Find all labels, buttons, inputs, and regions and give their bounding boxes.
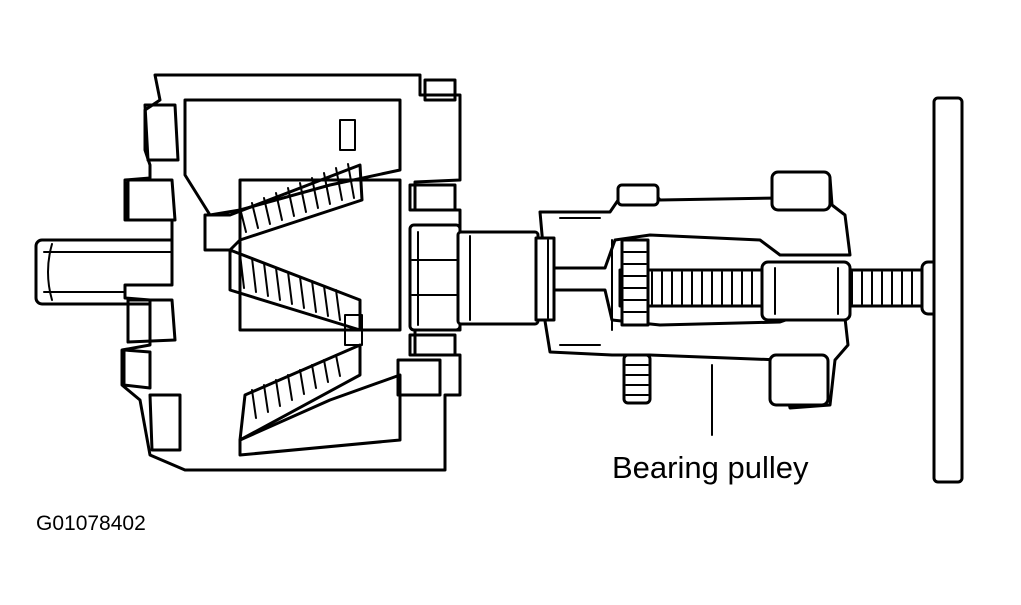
- forcing-screw: [618, 260, 932, 322]
- t-handle: [920, 96, 964, 484]
- winding-hatch-middle: [239, 253, 341, 321]
- jaw-shims: [620, 238, 650, 327]
- lower-stud: [622, 353, 652, 405]
- callout: Bearing pulley: [612, 364, 809, 485]
- figure-code: G01078402: [36, 512, 146, 535]
- winding-hatch-lower: [251, 354, 341, 419]
- rotor-body: [120, 73, 462, 472]
- rotor-assembly: [34, 73, 540, 472]
- rotor-hub: [408, 223, 540, 332]
- puller-jaws: [534, 170, 852, 410]
- callout-label: Bearing pulley: [612, 450, 809, 485]
- bearing-puller-tool: [534, 96, 964, 484]
